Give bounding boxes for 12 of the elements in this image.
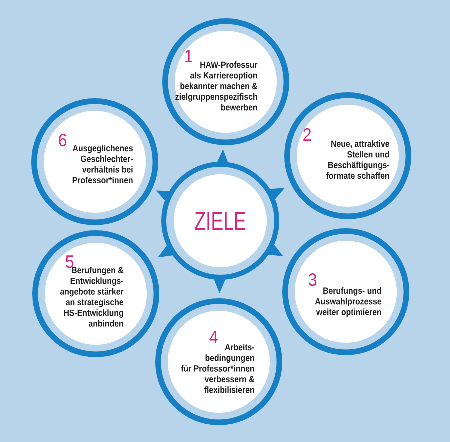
- goal-text: Arbeits- bedingungen für Professor*innen verbessern & flexibilisieren: [181, 344, 255, 394]
- goal-text: HAW-Professur als Karriereoption bekannter machen & zielgruppenspezifisch bewerben: [176, 61, 258, 111]
- goal-number: 4: [210, 331, 218, 344]
- goal-number: 5: [66, 256, 74, 268]
- goal-text: Berufungs- und Auswahlprozesse weiter optimieren: [315, 287, 382, 318]
- center-title: ZIELE: [195, 212, 246, 230]
- goal-text: Ausgeglichenes Geschlechter- verhältnis bei Professor*innen: [72, 144, 133, 184]
- goal-number: 6: [59, 134, 67, 147]
- goal-number: 2: [304, 128, 311, 141]
- goal-number: 3: [308, 273, 317, 286]
- goal-text: Neue, attraktive Stellen und Beschäftigungs- formate schaffen: [326, 140, 390, 180]
- goal-number: 1: [186, 50, 193, 62]
